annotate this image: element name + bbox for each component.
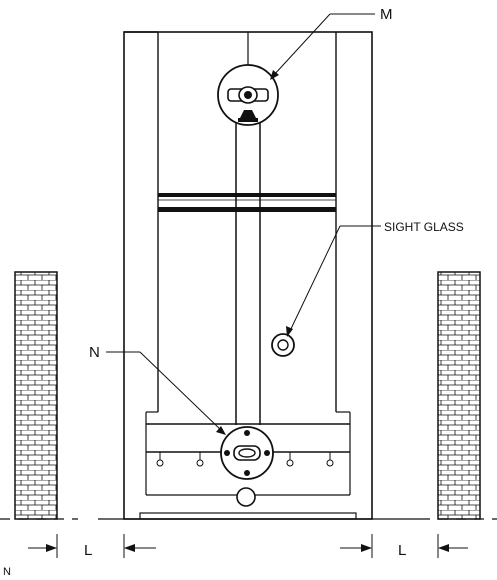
label-clearance-left: L <box>84 542 92 559</box>
drain-fitting <box>236 487 256 507</box>
gate-valve-icon <box>217 64 279 126</box>
left-clearance-dimension <box>28 534 156 558</box>
edge-text-fragment: N <box>3 566 11 578</box>
right-clearance-dimension <box>340 534 468 558</box>
burner-nozzles <box>156 452 334 467</box>
boiler-cabinet <box>123 31 373 520</box>
label-sight-glass: SIGHT GLASS <box>384 220 464 234</box>
right-brick-wall <box>437 271 481 520</box>
label-n: N <box>89 344 100 361</box>
leader-sight-glass <box>286 225 381 337</box>
leader-m <box>270 13 375 80</box>
label-clearance-right: L <box>398 542 406 559</box>
flanged-valve-icon <box>220 426 274 480</box>
leader-n <box>106 351 226 435</box>
sight-glass-icon <box>271 333 295 357</box>
left-brick-wall <box>14 271 58 520</box>
gas-riser-pipe <box>235 32 261 425</box>
label-m: M <box>380 6 393 23</box>
